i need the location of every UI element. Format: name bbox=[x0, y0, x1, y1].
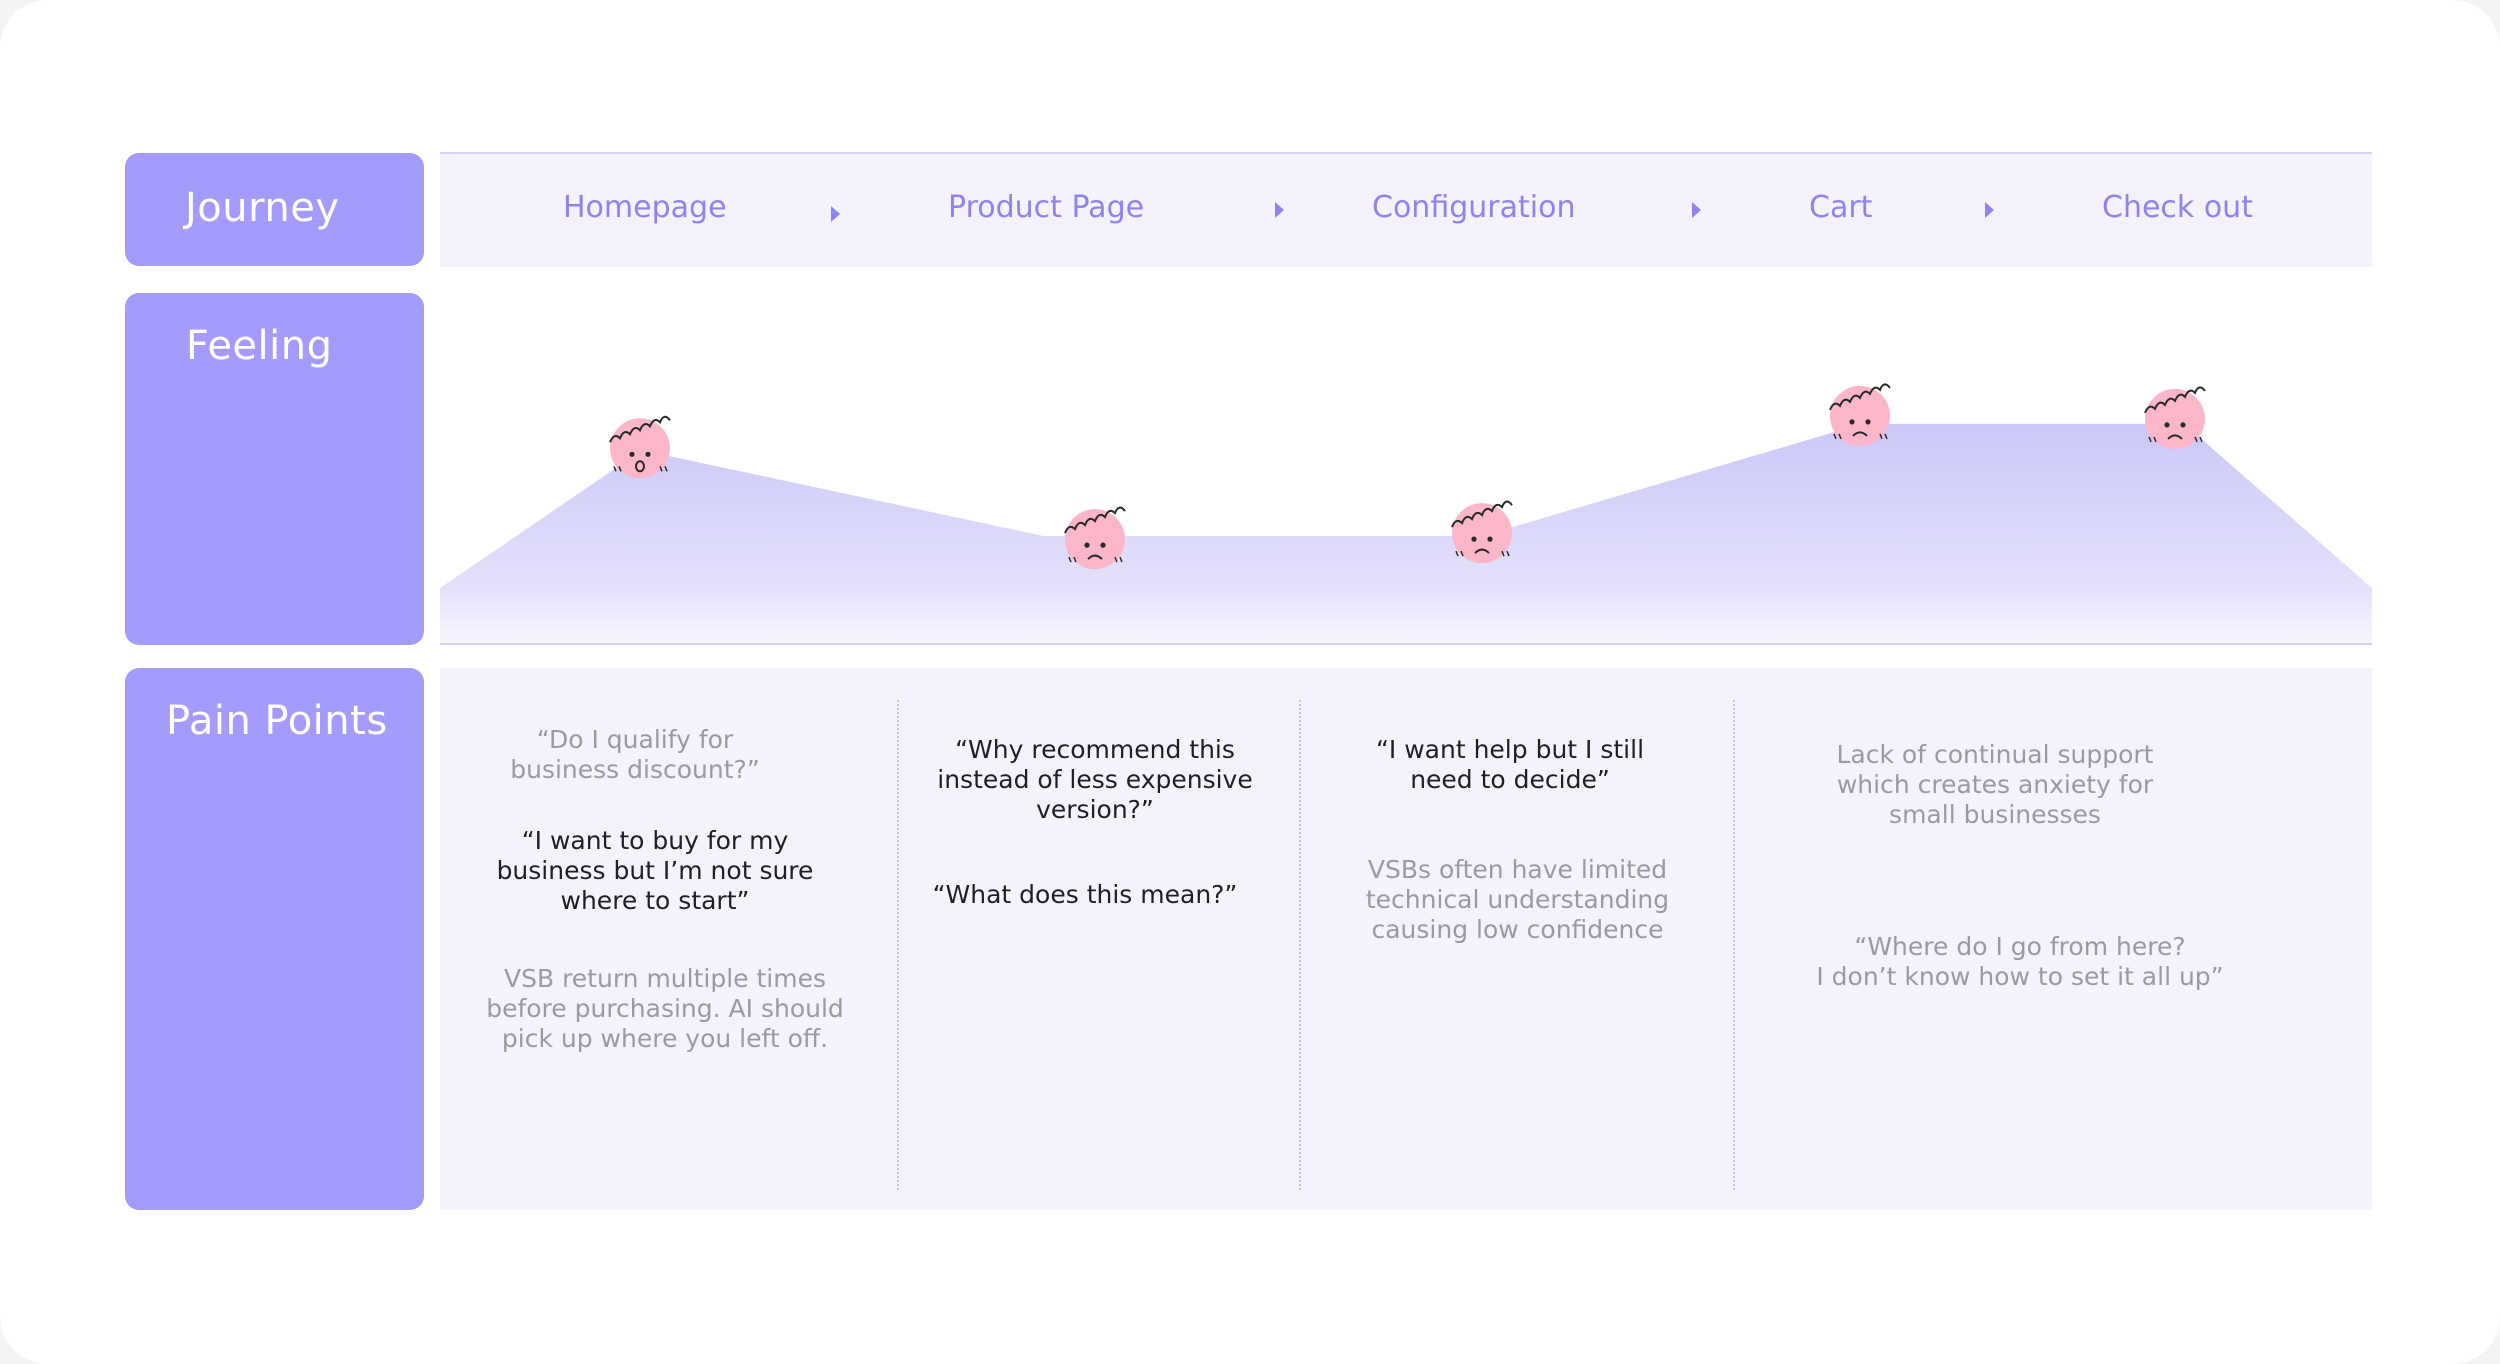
journey-label-box: Journey bbox=[125, 153, 424, 266]
product-page-quote-2: “What does this mean?” bbox=[932, 880, 1238, 909]
feeling-label: Feeling bbox=[186, 323, 333, 369]
feeling-area-path bbox=[440, 423, 2372, 645]
column-divider bbox=[1299, 700, 1301, 1190]
chevron-right-icon bbox=[1985, 202, 1994, 218]
journey-label: Journey bbox=[185, 185, 340, 231]
stage-configuration: Configuration bbox=[1372, 190, 1576, 225]
stage-cart: Cart bbox=[1809, 190, 1873, 225]
pain-points-label: Pain Points bbox=[166, 698, 388, 744]
sad-face-icon bbox=[1829, 383, 1891, 446]
stage-product-page: Product Page bbox=[948, 190, 1145, 225]
pain-points-band bbox=[440, 668, 2372, 1210]
homepage-insight: VSB return multiple times before purchas… bbox=[486, 964, 844, 1053]
sad-face-icon bbox=[2144, 386, 2206, 449]
surprised-face-icon bbox=[609, 415, 671, 479]
cart-insight: Lack of continual support which creates … bbox=[1836, 740, 2154, 829]
column-divider bbox=[1733, 700, 1735, 1190]
cart-quote-1: “Where do I go from here? I don’t know h… bbox=[1816, 932, 2224, 991]
journey-stages-band bbox=[440, 152, 2372, 267]
chevron-right-icon bbox=[1692, 202, 1701, 218]
feeling-label-box: Feeling bbox=[125, 293, 424, 645]
configuration-insight: VSBs often have limited technical unders… bbox=[1365, 855, 1670, 944]
feeling-baseline bbox=[440, 643, 2372, 645]
homepage-quote-2: “I want to buy for my business but I’m n… bbox=[496, 826, 814, 915]
stage-check-out: Check out bbox=[2102, 190, 2253, 225]
configuration-quote-1: “I want help but I still need to decide” bbox=[1375, 735, 1645, 794]
homepage-quote-1: “Do I qualify for business discount?” bbox=[510, 725, 760, 784]
chevron-right-icon bbox=[1275, 202, 1284, 218]
feeling-curve-chart bbox=[440, 383, 2372, 645]
sad-face-icon bbox=[1451, 500, 1513, 564]
chevron-right-icon bbox=[831, 206, 840, 222]
product-page-quote-1: “Why recommend this instead of less expe… bbox=[937, 735, 1253, 824]
stage-homepage: Homepage bbox=[563, 190, 727, 225]
sad-face-icon bbox=[1064, 506, 1126, 570]
column-divider bbox=[897, 700, 899, 1190]
pain-points-label-box: Pain Points bbox=[125, 668, 424, 1210]
